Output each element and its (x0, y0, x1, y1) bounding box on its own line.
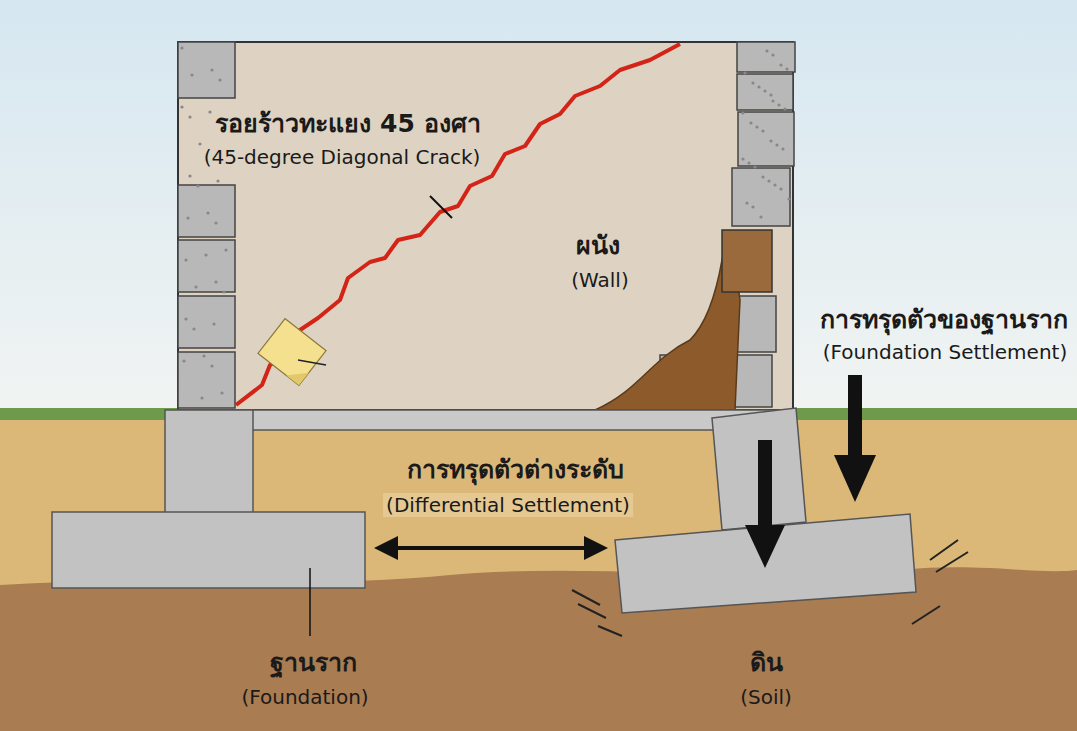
callout-label: ฐานราก (267, 648, 360, 678)
upper-soil (0, 410, 1077, 731)
right-footing-base (615, 514, 916, 613)
settlement-arrows (745, 375, 876, 568)
left-footing-stem (165, 410, 253, 514)
callout-label: (45-degree Diagonal Crack) (201, 145, 484, 169)
motion-lines (572, 540, 968, 636)
crack-gauge-note (258, 319, 326, 386)
sky (0, 0, 1077, 415)
right-footing-stem (712, 408, 806, 530)
grade-beam (178, 410, 790, 430)
crack-leader (430, 196, 452, 218)
note-leader (298, 360, 326, 365)
callout-label: (Foundation) (238, 685, 371, 709)
callout-label: การทรุดตัวต่างระดับ (404, 455, 627, 485)
left-block-column (178, 42, 235, 408)
differential-arrow (374, 536, 608, 560)
wall-panel (178, 42, 793, 410)
callout-label: การทรุดตัวของฐานราก (817, 305, 1071, 335)
callout-label: ดิน (747, 648, 786, 678)
wall-label: ผนัง (576, 231, 620, 261)
wall-region: ผนัง (Wall) (178, 42, 793, 410)
wall-label: (Wall) (571, 268, 628, 292)
foundation-leader (309, 568, 311, 636)
callout-label: (Soil) (737, 685, 795, 709)
diagonal-crack (236, 44, 680, 405)
callout-label: (Differential Settlement) (383, 493, 633, 517)
callout-label: (Foundation Settlement) (820, 340, 1070, 364)
left-footing-base (52, 512, 365, 588)
block-texture (180, 46, 790, 399)
callout-label: รอยร้าวทะแยง 45 องศา (212, 109, 483, 139)
displaced-block (722, 230, 772, 292)
